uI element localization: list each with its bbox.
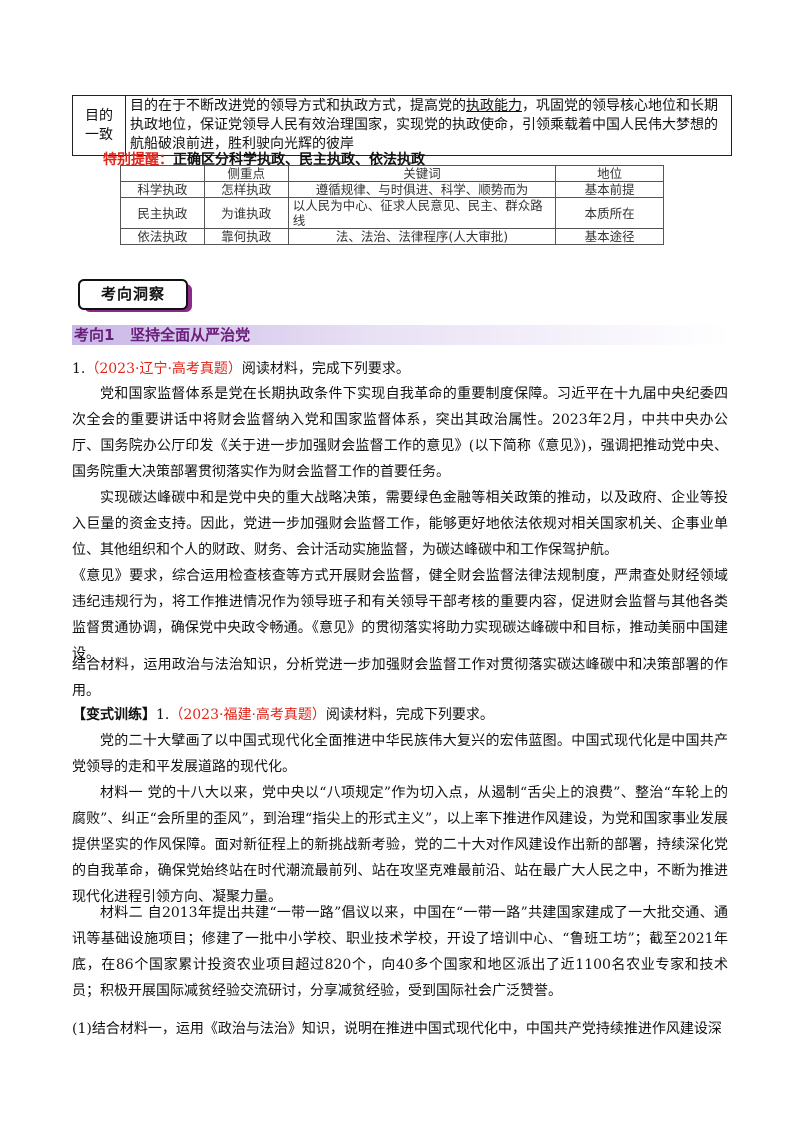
section-title: 考向1 坚持全面从严治党	[72, 325, 730, 345]
section-badge: 考向洞察	[78, 279, 194, 312]
material-paragraph: 实现碳达峰碳中和是党中央的重大战略决策，需要绿色金融等相关政策的推动，以及政府、…	[72, 490, 728, 558]
header-cell: 关键词	[287, 165, 557, 182]
comparison-table: 侧重点 关键词 地位 科学执政 怎样执政 遵循规律、与时俱进、科学、顺势而为 基…	[120, 165, 664, 245]
question-instruction: 阅读材料，完成下列要求。	[325, 707, 494, 723]
table-row: 目的 一致 目的在于不断改进党的领导方式和执政方式，提高党的执政能力，巩固党的领…	[72, 95, 732, 156]
header-cell	[120, 165, 205, 182]
table-cell: 科学执政	[120, 181, 205, 198]
row-content: 目的在于不断改进党的领导方式和执政方式，提高党的执政能力，巩固党的领导核心地位和…	[125, 95, 732, 156]
material-one: 材料一 党的十八大以来，党中央以“八项规定”作为切入点，从遏制“舌尖上的浪费”、…	[72, 785, 728, 905]
question-instruction: 阅读材料，完成下列要求。	[241, 361, 410, 377]
header-cell: 地位	[555, 165, 664, 182]
table-cell: 基本途径	[555, 228, 664, 245]
table-cell: 靠何执政	[203, 228, 289, 245]
material-two: 材料二 自2013年提出共建“一带一路”倡议以来，中国在“一带一路”共建国家建成…	[72, 905, 728, 999]
table-cell: 本质所在	[555, 197, 664, 229]
question-number: 1.	[72, 361, 86, 377]
table-cell: 遵循规律、与时俱进、科学、顺势而为	[287, 181, 557, 198]
table-row: 依法执政 靠何执政 法、法治、法律程序(人大审批) 基本途径	[120, 228, 664, 245]
question-number: 1.	[156, 707, 170, 723]
header-cell: 侧重点	[203, 165, 289, 182]
row-label-line-1: 目的	[85, 107, 113, 124]
table-cell: 为谁执政	[203, 197, 289, 229]
content-text: 目的在于不断改进党的领导方式和执政方式，提高党的	[130, 98, 466, 114]
material-paragraph: 党的二十大擘画了以中国式现代化全面推进中华民族伟大复兴的宏伟蓝图。中国式现代化是…	[72, 733, 728, 775]
reminder-label: 特别提醒：	[103, 152, 173, 168]
sub-question-1: (1)结合材料一，运用《政治与法治》知识，说明在推进中国式现代化中，中国共产党持…	[72, 1021, 722, 1037]
variant-tag: 【变式训练】	[72, 707, 156, 723]
question-1-header: 1.（2023·辽宁·高考真题）阅读材料，完成下列要求。	[72, 356, 728, 382]
material-paragraph: 《意见》要求，综合运用检查核查等方式开展财会监督，健全财会监督法律法规制度，严肃…	[72, 568, 728, 662]
question-source: （2023·福建·高考真题）	[169, 707, 326, 723]
table-cell: 基本前提	[555, 181, 664, 198]
variant-header: 【变式训练】1.（2023·福建·高考真题）阅读材料，完成下列要求。	[72, 702, 728, 728]
badge-label: 考向洞察	[78, 279, 188, 310]
table-cell: 怎样执政	[203, 181, 289, 198]
table-cell: 民主执政	[120, 197, 205, 229]
reminder-text: 正确区分科学执政、民主执政、依法执政	[173, 152, 425, 168]
table-header-row: 侧重点 关键词 地位	[120, 165, 664, 182]
table-cell: 以人民为中心、征求人民意见、民主、群众路线	[287, 197, 557, 229]
underlined-term: 执政能力	[466, 98, 522, 114]
table-cell: 法、法治、法律程序(人大审批)	[287, 228, 557, 245]
question-prompt: 结合材料，运用政治与法治知识，分析党进一步加强财会监督工作对贯彻落实碳达峰碳中和…	[72, 657, 728, 699]
question-source: （2023·辽宁·高考真题）	[85, 361, 242, 377]
row-label-line-2: 一致	[85, 126, 113, 143]
special-reminder: 特别提醒：正确区分科学执政、民主执政、依法执政	[103, 149, 425, 169]
table-cell: 依法执政	[120, 228, 205, 245]
row-label: 目的 一致	[72, 95, 126, 156]
content-text-continued: ，巩固党的领导核心地位和长期执政地位，保证党领导人民有效治理国家，实现党的执政使…	[130, 98, 718, 152]
material-paragraph: 党和国家监督体系是党在长期执政条件下实现自我革命的重要制度保障。习近平在十九届中…	[72, 386, 728, 480]
table-row: 民主执政 为谁执政 以人民为中心、征求人民意见、民主、群众路线 本质所在	[120, 197, 664, 229]
purpose-table: 目的 一致 目的在于不断改进党的领导方式和执政方式，提高党的执政能力，巩固党的领…	[72, 95, 732, 156]
table-row: 科学执政 怎样执政 遵循规律、与时俱进、科学、顺势而为 基本前提	[120, 181, 664, 198]
